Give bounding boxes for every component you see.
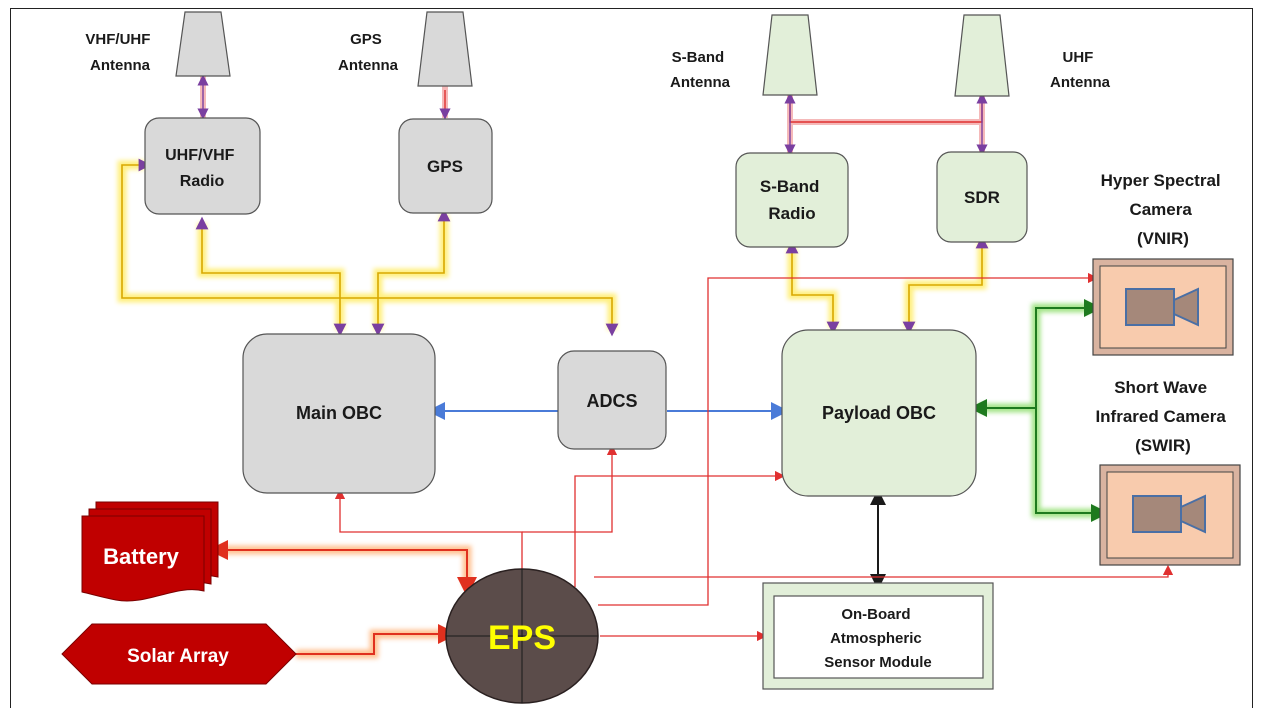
antenna-sband: S-Band Antenna [670,14,818,96]
main-obc-box: Main OBC [242,333,436,494]
svg-text:VHF/UHF Antenna: VHF/UHF Antenna [85,31,154,74]
camera-vnir: Hyper Spectral Camera (VNIR) [1092,171,1234,356]
svg-text:Battery: Battery [103,544,180,569]
camera-swir: Short Wave Infrared Camera (SWIR) [1095,378,1241,566]
svg-text:Payload OBC: Payload OBC [822,403,936,423]
video-camera-icon [1132,494,1206,534]
eps-circle: EPS [445,568,599,704]
solar-array-shape: Solar Array [61,623,297,685]
green-links [870,299,1109,590]
adcs-box: ADCS [557,350,667,450]
svg-text:EPS: EPS [488,619,556,657]
power-source-links [208,540,477,659]
red-power-lines [334,272,1174,642]
svg-text:UHF/VHF Radio: UHF/VHF Radio [165,147,239,190]
svg-text:Short Wave Infrared Came: Short Wave Infrared Camera (SWIR) [1095,378,1230,455]
svg-text:Hyper Spectral Camera: Hyper Spectral Camera (VNIR) [1101,171,1226,248]
antenna-uhf: UHF Antenna [954,14,1111,97]
gps-box: GPS [398,118,493,214]
diagram-frame [10,8,1253,708]
uhf-vhf-radio-box: UHF/VHF Radio [144,117,261,215]
antenna-gps: GPS Antenna [338,11,473,87]
sensor-module-box: On-Board Atmospheric Sensor Module [762,582,994,690]
svg-text:GPS Antenna: GPS Antenna [338,31,399,74]
svg-text:Main OBC: Main OBC [296,403,382,423]
svg-text:GPS: GPS [427,157,463,176]
antenna-vhf-uhf: VHF/UHF Antenna [85,11,231,77]
svg-text:UHF Antenna: UHF Antenna [1050,49,1111,91]
sdr-box: SDR [936,151,1028,243]
svg-text:S-Band Antenna: S-Band Antenna [670,49,731,91]
payload-obc-box: Payload OBC [781,329,977,497]
svg-text:ADCS: ADCS [586,391,637,411]
svg-text:S-Band Radio: S-Band Radio [760,177,824,223]
yellow-links [117,158,989,337]
sband-radio-box: S-Band Radio [735,152,849,248]
svg-text:On-Board Atmospheric: On-Board Atmospheric Sensor Module [824,606,932,671]
svg-text:Solar Array: Solar Array [127,646,229,667]
antenna-links [197,74,988,156]
battery-shape: Battery [81,501,219,602]
svg-text:SDR: SDR [964,188,1000,207]
video-camera-icon [1125,287,1199,327]
